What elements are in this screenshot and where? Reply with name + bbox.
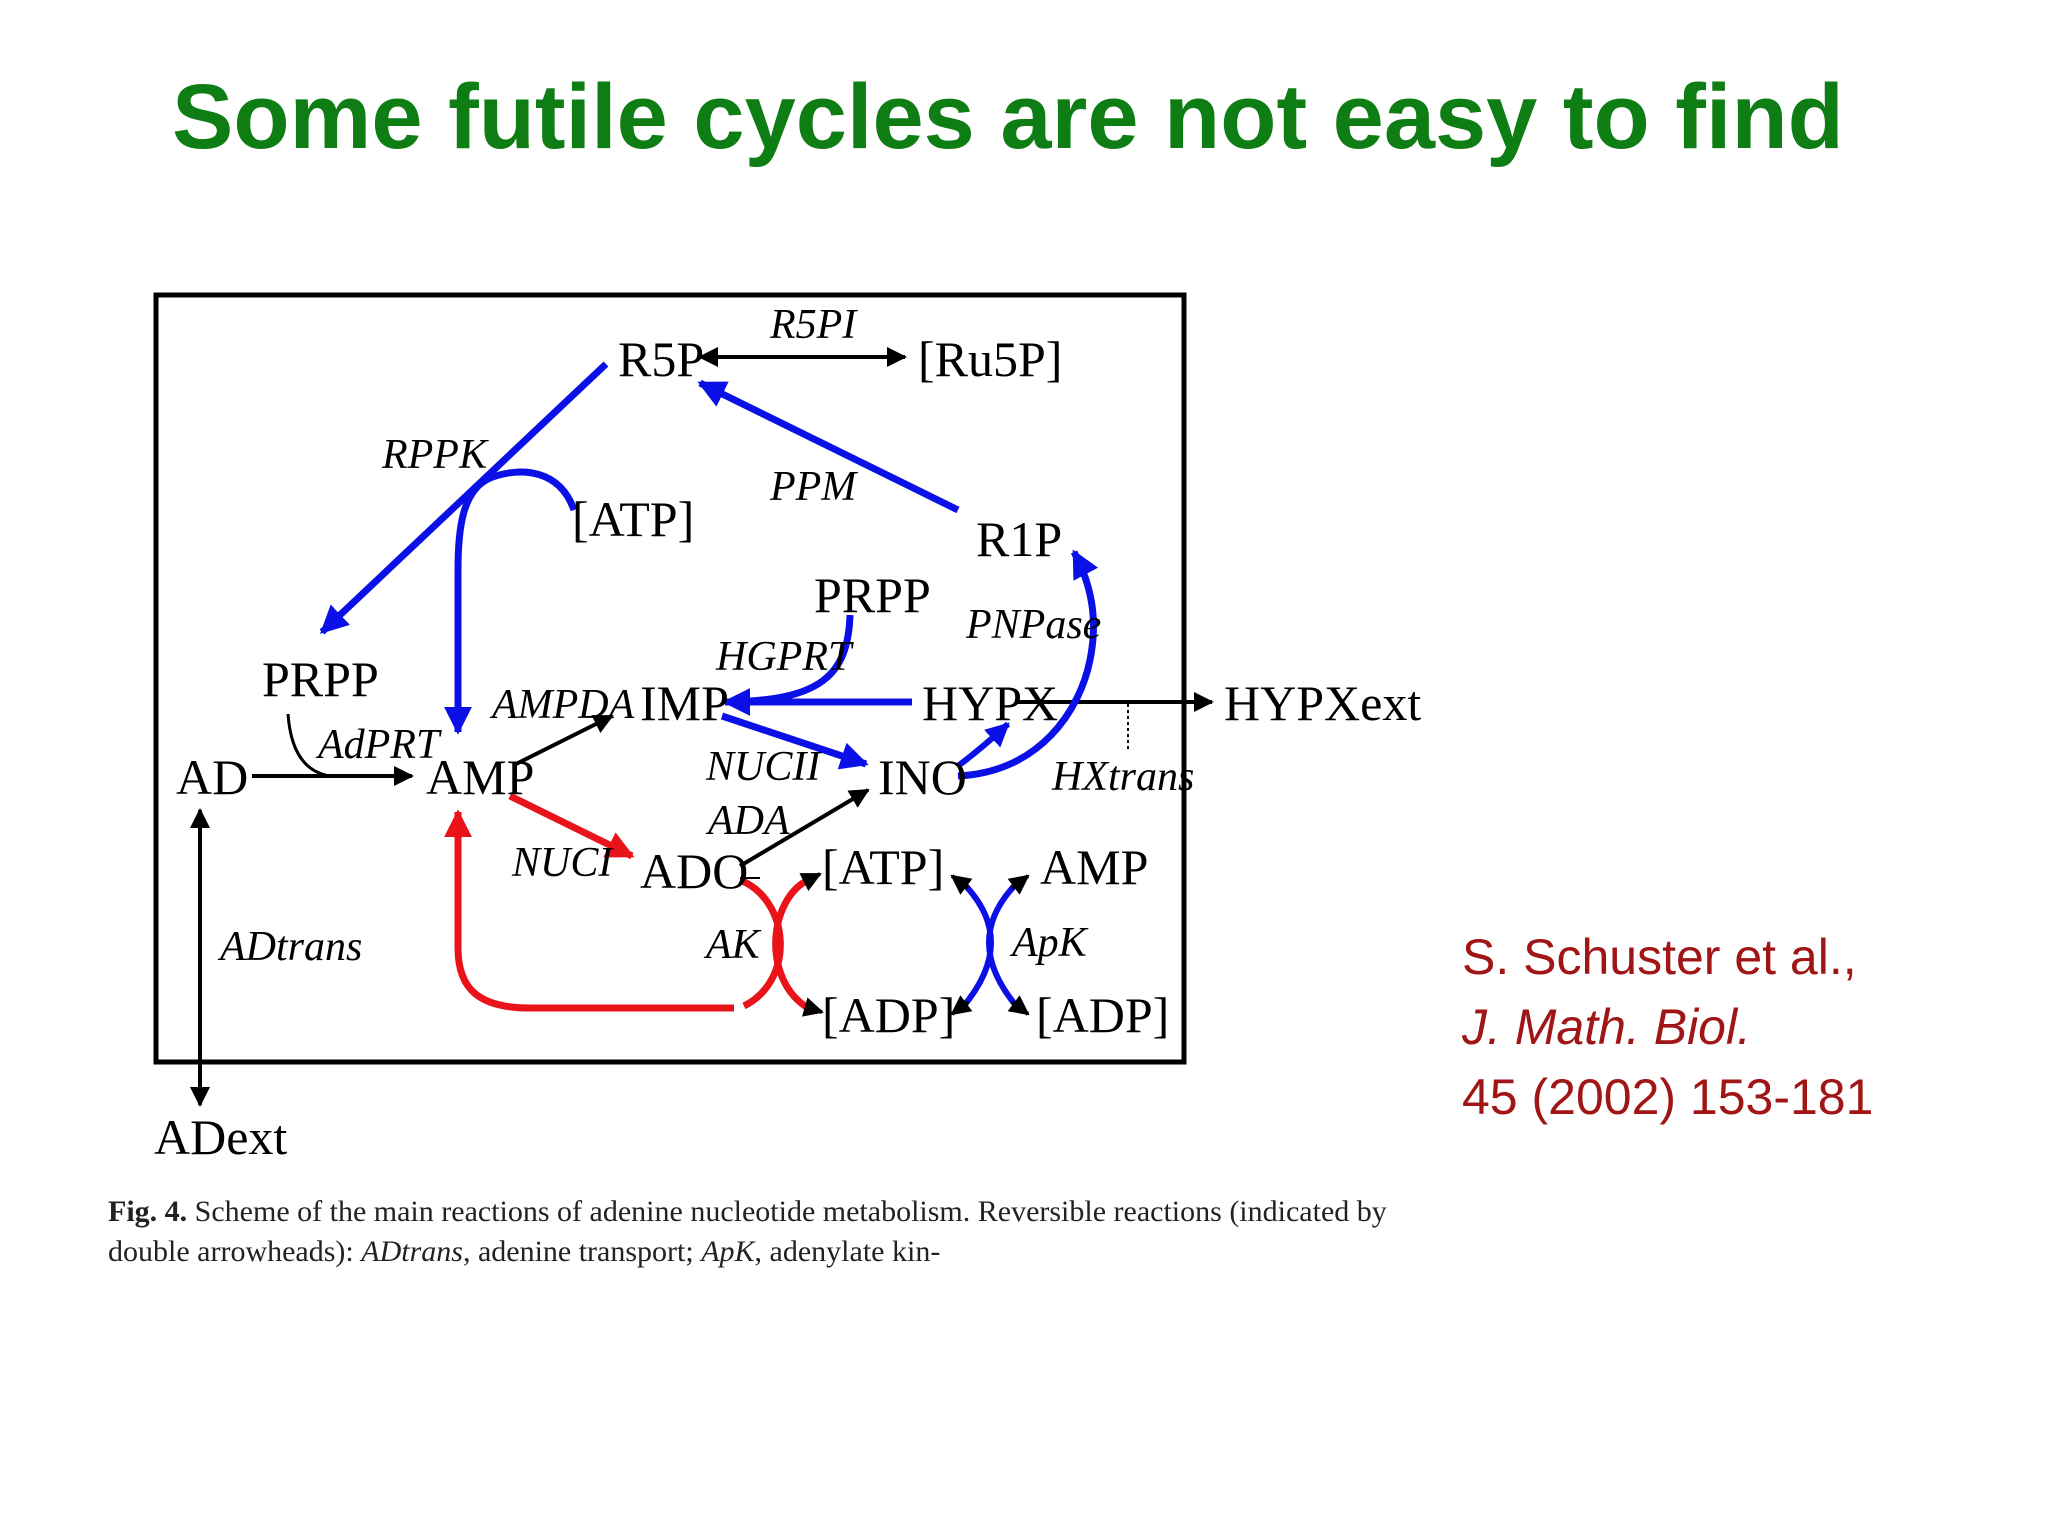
node-prpp-left: PRPP: [262, 651, 379, 707]
node-atp-top: [ATP]: [572, 491, 694, 547]
reference-citation: S. Schuster et al., J. Math. Biol. 45 (2…: [1462, 922, 2022, 1132]
pnpase-arrow: [957, 549, 1099, 780]
ak-head-top: [799, 872, 822, 891]
adprt-curve: [286, 713, 331, 778]
node-hypx: HYPX: [922, 675, 1058, 731]
node-ado: ADO: [640, 843, 748, 899]
ppm-arrow: [697, 379, 960, 514]
apk-head-br: [1007, 995, 1030, 1016]
caption-label: Fig. 4.: [108, 1195, 188, 1228]
enzyme-nuci: NUCI: [511, 840, 614, 886]
apk-arc-right: [959, 879, 994, 1010]
reference-authors: S. Schuster et al.,: [1462, 929, 1857, 985]
node-imp: IMP: [640, 675, 729, 731]
node-amp-right: AMP: [1040, 839, 1148, 895]
ado-to-amp-return-arrow: [444, 809, 734, 1012]
node-ad: AD: [176, 749, 248, 805]
atp-to-amp-arrow: [444, 468, 578, 735]
enzyme-adtrans: ADtrans: [217, 924, 362, 970]
node-atp-bottom: [ATP]: [822, 839, 944, 895]
enzyme-rppk: RPPK: [381, 432, 489, 478]
enzyme-adprt: AdPRT: [315, 722, 442, 768]
nuci-arrow: [508, 792, 635, 860]
node-r5p: R5P: [618, 331, 704, 387]
enzyme-pnpase: PNPase: [965, 602, 1101, 648]
caption-term-apk: ApK: [701, 1235, 755, 1268]
reference-volume: 45 (2002) 153-181: [1462, 1069, 1874, 1125]
enzyme-hxtrans: HXtrans: [1051, 754, 1194, 800]
nucii-arrow: [720, 712, 869, 770]
enzyme-ak: AK: [703, 922, 762, 968]
node-r1p: R1P: [976, 511, 1062, 567]
slide-title: Some futile cycles are not easy to find: [172, 66, 1844, 168]
ak-arrow-right: [772, 876, 810, 1011]
ada-arrow: [738, 788, 870, 868]
figure-caption: Fig. 4. Scheme of the main reactions of …: [108, 1192, 1428, 1272]
caption-text: Scheme of the main reactions of adenine …: [108, 1195, 1387, 1268]
apk-head-bl: [950, 995, 973, 1016]
enzyme-nucii: NUCII: [705, 744, 822, 790]
apk-head-tr: [1007, 874, 1030, 895]
node-ino: INO: [878, 749, 967, 805]
enzyme-r5pi: R5PI: [769, 302, 858, 348]
node-adp-left: [ADP]: [822, 987, 955, 1043]
node-hypxext: HYPXext: [1224, 675, 1421, 731]
node-prpp-mid: PRPP: [814, 567, 931, 623]
caption-term-adtrans: ADtrans: [361, 1235, 463, 1268]
enzyme-ada: ADA: [705, 798, 790, 844]
reference-journal: J. Math. Biol.: [1462, 999, 1751, 1055]
node-ru5p: [Ru5P]: [918, 331, 1062, 387]
node-adp-right: [ADP]: [1036, 987, 1169, 1043]
diagram-frame: [153, 292, 1187, 1065]
node-adext: ADext: [154, 1109, 287, 1165]
enzyme-apk: ApK: [1009, 920, 1089, 966]
node-amp: AMP: [426, 749, 534, 805]
ak-arrow-left: [738, 876, 784, 1010]
ampda-arrow: [515, 714, 614, 766]
enzyme-ppm: PPM: [769, 464, 858, 510]
rppk-arrow: [319, 361, 609, 635]
ino-hypx-arrow: [956, 721, 1011, 769]
enzyme-ampda: AMPDA: [489, 682, 635, 728]
ak-head-bottom: [801, 997, 824, 1017]
enzyme-hgprt: HGPRT: [715, 634, 854, 680]
caption-text-2: , adenine transport;: [462, 1235, 702, 1268]
caption-text-3: , adenylate kin-: [754, 1235, 941, 1268]
apk-head-tl: [950, 874, 973, 895]
